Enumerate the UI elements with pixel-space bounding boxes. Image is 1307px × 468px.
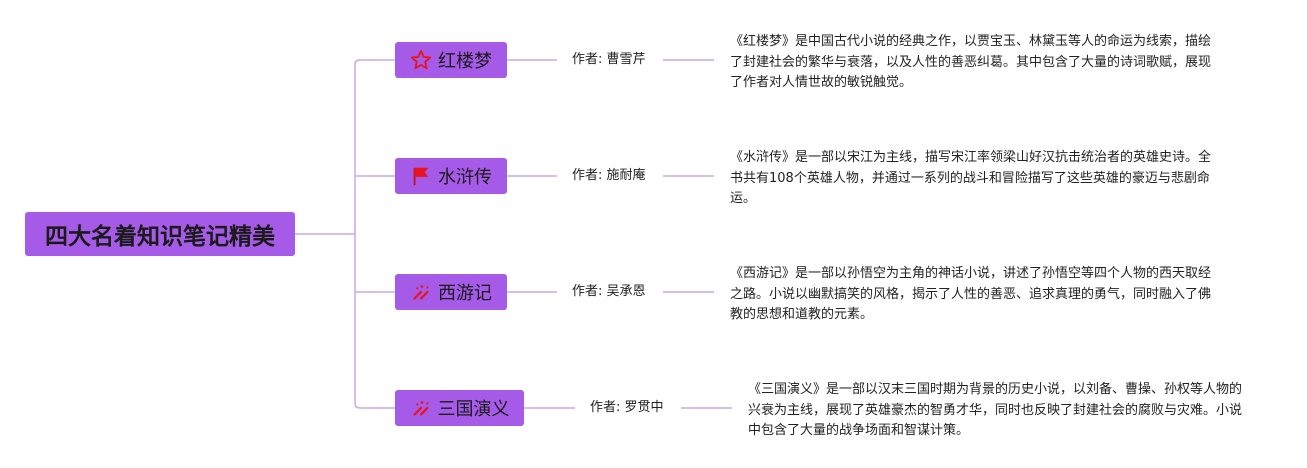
trunk-line: [354, 59, 395, 409]
book-description: 《红楼梦》是中国古代小说的经典之作，以贾宝玉、林黛玉等人的命运为线索，描绘了封建…: [730, 34, 1212, 90]
firecracker-icon: [410, 397, 432, 419]
book-title: 水浒传: [438, 167, 492, 188]
root-title: 四大名着知识笔记精美: [45, 224, 275, 250]
book-node-xiyouji[interactable]: 西游记: [395, 274, 507, 310]
author-label: 作者: 吴承恩: [572, 284, 646, 299]
author-label: 作者: 罗贯中: [590, 400, 664, 415]
star-outline-icon: [410, 49, 432, 71]
author-label: 作者: 曹雪芹: [572, 52, 646, 67]
book-node-shuihuzhuan[interactable]: 水浒传: [395, 158, 507, 194]
book-title: 红楼梦: [438, 51, 492, 72]
red-flag-icon: [410, 165, 432, 187]
book-node-hongloumeng[interactable]: 红楼梦: [395, 42, 507, 78]
book-description: 《水浒传》是一部以宋江为主线，描写宋江率领梁山好汉抗击统治者的英雄史诗。全书共有…: [730, 150, 1212, 206]
book-description: 《三国演义》是一部以汉末三国时期为背景的历史小说，以刘备、曹操、孙权等人物的兴衰…: [748, 382, 1243, 438]
firecracker-icon: [410, 281, 432, 303]
book-node-sanguoyanyi[interactable]: 三国演义: [395, 390, 524, 426]
book-description: 《西游记》是一部以孙悟空为主角的神话小说，讲述了孙悟空等四个人物的西天取经之路。…: [730, 266, 1212, 322]
book-title: 西游记: [438, 283, 492, 304]
book-title: 三国演义: [437, 399, 510, 420]
author-label: 作者: 施耐庵: [572, 168, 646, 183]
root-node[interactable]: 四大名着知识笔记精美: [25, 212, 295, 256]
